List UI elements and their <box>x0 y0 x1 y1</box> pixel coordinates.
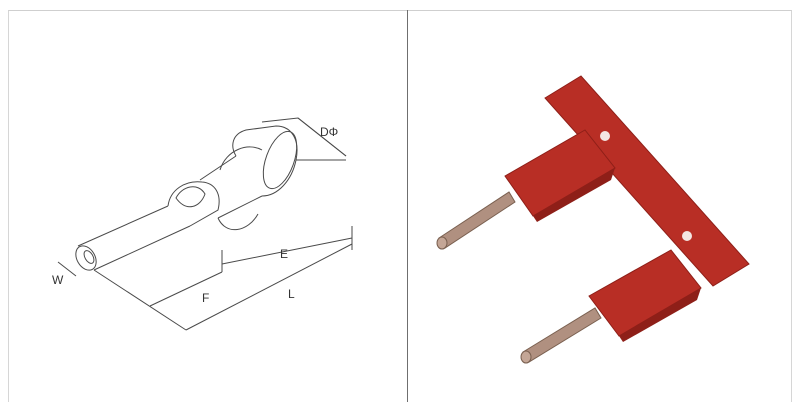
dim-e-line <box>221 237 353 265</box>
dim-w-line <box>57 261 77 277</box>
terminal-top-bar <box>544 75 750 287</box>
lower-pin-tip <box>520 350 532 364</box>
dim-e-ext <box>221 226 353 272</box>
sleeve-ring <box>217 146 263 230</box>
dimension-drawing-panel: DΦ E F L W <box>52 117 353 331</box>
upper-pin-tip <box>436 236 448 250</box>
mount-hole-bottom <box>682 231 692 241</box>
red-twin-pin-terminal <box>436 75 750 364</box>
dim-f-line <box>149 271 223 307</box>
mount-hole-top <box>600 131 610 141</box>
dim-d-line <box>297 117 347 157</box>
upper-pin <box>438 191 516 249</box>
dim-l-ext <box>93 269 187 331</box>
label-f: F <box>202 291 210 305</box>
pin-body <box>77 205 191 271</box>
upper-sleeve-shade <box>533 168 615 222</box>
label-d-diameter: DΦ <box>320 125 339 139</box>
pin-tip-inner <box>83 250 95 264</box>
label-l: L <box>288 287 295 301</box>
pin-terminal-line-drawing <box>57 117 353 331</box>
dim-l-line <box>185 243 353 331</box>
label-e: E <box>280 247 289 261</box>
lower-pin <box>522 307 602 363</box>
barrel-body <box>199 155 263 219</box>
pin-tip-outer <box>75 245 97 271</box>
barrel-transition <box>167 181 220 227</box>
product-photo-panel <box>409 0 801 404</box>
barrel-slot <box>175 186 206 208</box>
sleeve-end <box>262 130 298 190</box>
lower-sleeve-shade <box>619 288 701 342</box>
label-w: W <box>52 273 64 287</box>
insulation-sleeve <box>232 125 298 197</box>
figure-frame <box>8 10 792 402</box>
panel-divider <box>407 10 408 402</box>
